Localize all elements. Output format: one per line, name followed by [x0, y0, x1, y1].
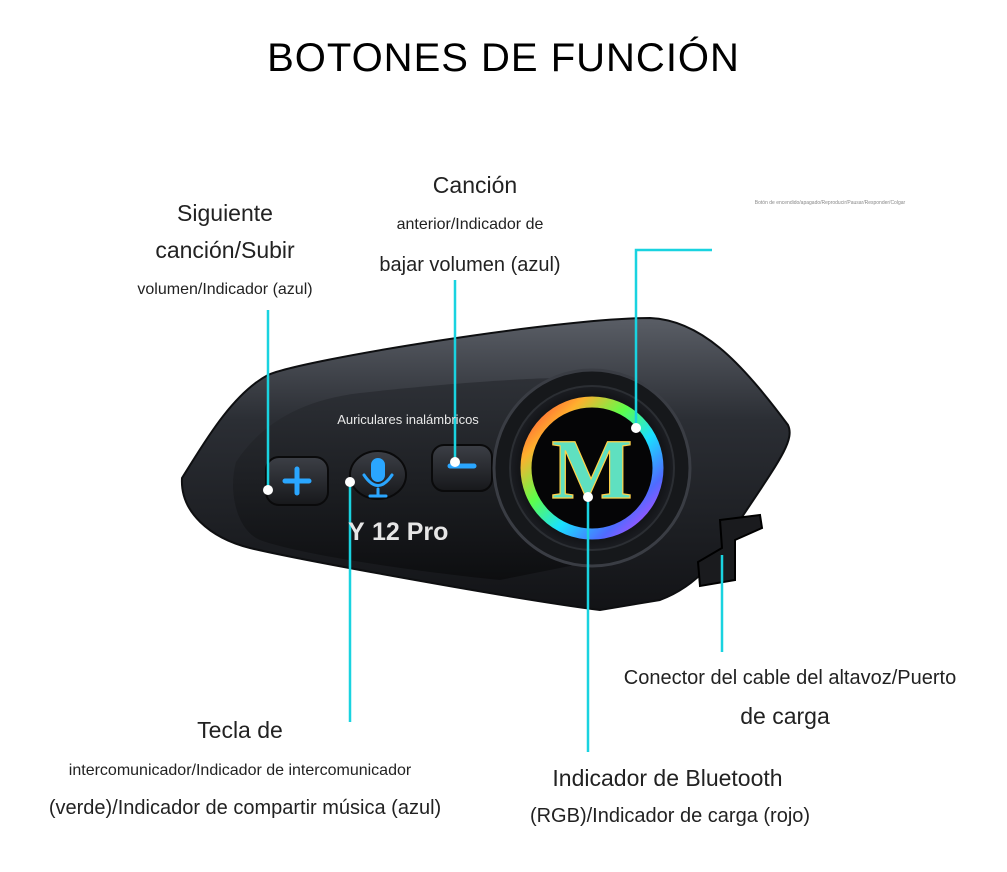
label-power: Botón de encendido/apagado/Reproducir/Pa… — [754, 200, 906, 206]
connector-plug — [696, 513, 764, 588]
label-connector-line2: de carga — [740, 703, 830, 729]
label-intercom-line2: intercomunicador/Indicador de intercomun… — [68, 762, 412, 779]
rgb-ring — [520, 396, 664, 540]
label-intercom-line3: (verde)/Indicador de compartir música (a… — [48, 797, 442, 819]
label-next-line2: canción/Subir — [155, 237, 295, 263]
label-bluetooth-line1: Indicador de Bluetooth — [552, 765, 783, 791]
device-caption: Auriculares inalámbricos — [337, 412, 479, 427]
logo-mark: M — [551, 421, 632, 517]
label-intercom-line1: Tecla de — [197, 717, 283, 743]
label-next-line1: Siguiente — [177, 200, 273, 226]
page-title: BOTONES DE FUNCIÓN — [267, 36, 740, 80]
model-name: 12 Pro — [372, 518, 448, 546]
label-prev-line1: Canción — [432, 172, 518, 198]
label-next-line3: volumen/Indicador (azul) — [137, 281, 313, 298]
brand-y-glyph: Y — [348, 518, 365, 546]
label-bluetooth-line2: (RGB)/Indicador de carga (rojo) — [529, 805, 811, 827]
label-connector-line1: Conector del cable del altavoz/Puerto — [623, 667, 957, 689]
label-prev-line3: bajar volumen (azul) — [379, 254, 561, 276]
label-prev-line2: anterior/Indicador de — [396, 216, 544, 233]
